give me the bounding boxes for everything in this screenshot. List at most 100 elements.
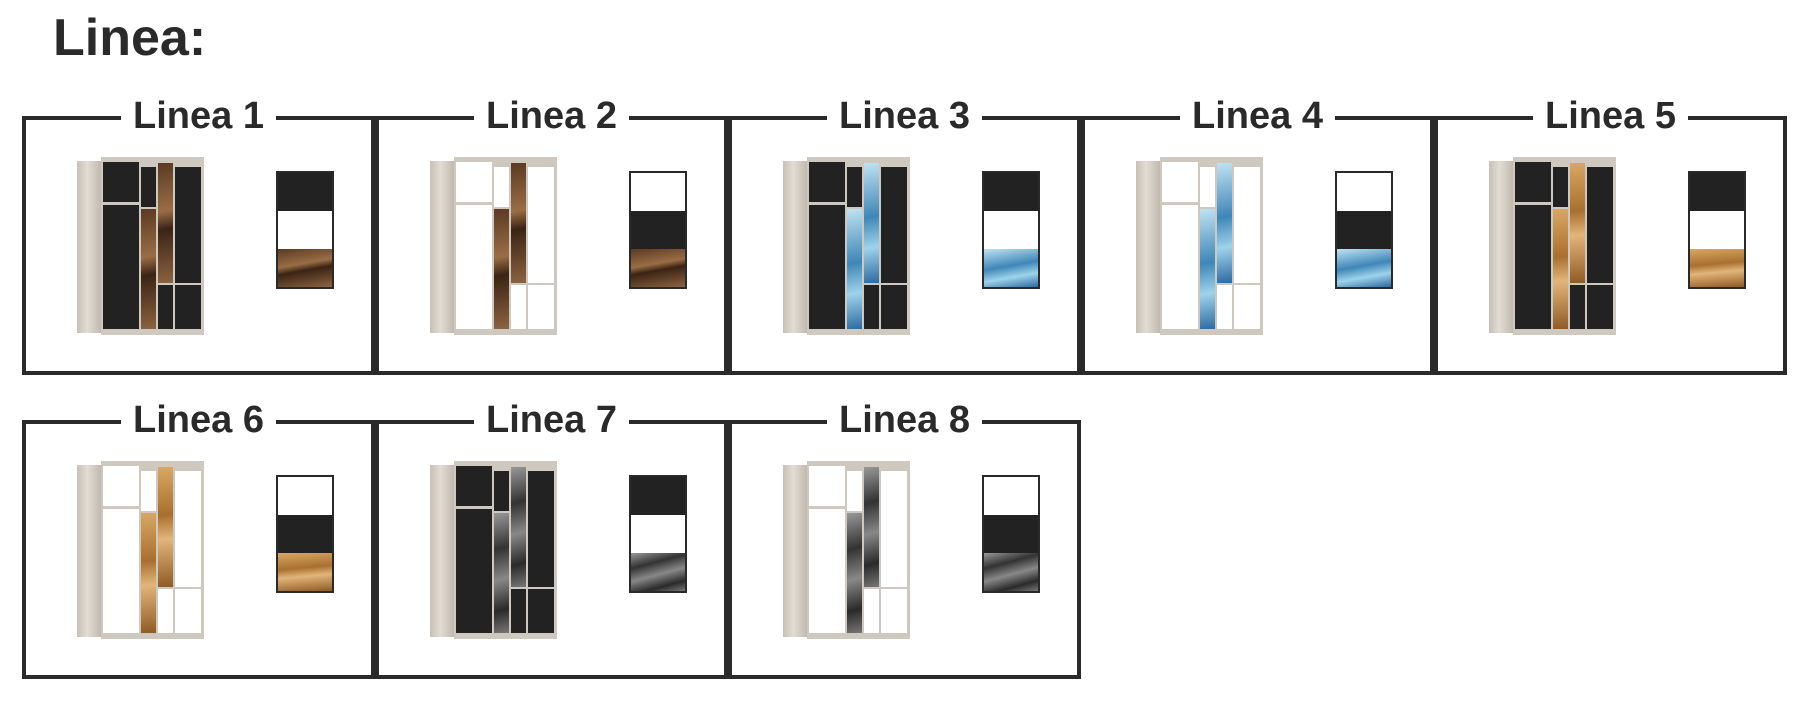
- door-panel: [456, 466, 492, 506]
- line-option-4[interactable]: Linea 4: [1081, 95, 1434, 375]
- line-label: Linea 6: [121, 399, 276, 441]
- door-panel: [175, 285, 201, 329]
- color-swatch: [982, 171, 1040, 289]
- swatch-decor: [631, 553, 685, 591]
- door-panel: [141, 167, 156, 207]
- line-label: Linea 2: [474, 95, 629, 137]
- door-panel: [809, 205, 845, 329]
- line-option-8[interactable]: Linea 8: [728, 399, 1081, 679]
- door-panel: [511, 589, 526, 633]
- door-panel: [528, 471, 554, 587]
- door-panel: [103, 162, 139, 202]
- line-option-2[interactable]: Linea 2: [375, 95, 728, 375]
- line-option-1[interactable]: Linea 1: [22, 95, 375, 375]
- wardrobe-image: [1136, 157, 1263, 339]
- door-panel: [175, 167, 201, 283]
- door-panel: [1570, 163, 1585, 283]
- wardrobe-image: [783, 157, 910, 339]
- door-panel: [1515, 162, 1551, 202]
- door-panel: [881, 167, 907, 283]
- door-panel: [494, 167, 509, 207]
- door-panel: [864, 163, 879, 283]
- door-panel: [1217, 163, 1232, 283]
- door-panel: [528, 589, 554, 633]
- swatch-middle: [278, 211, 332, 249]
- swatch-middle: [984, 515, 1038, 553]
- line-option-5[interactable]: Linea 5: [1434, 95, 1787, 375]
- door-panel: [809, 509, 845, 633]
- line-label: Linea 8: [827, 399, 982, 441]
- door-panel: [141, 471, 156, 511]
- door-panel: [1587, 167, 1613, 283]
- color-swatch: [629, 171, 687, 289]
- swatch-middle: [1337, 211, 1391, 249]
- door-panel: [103, 466, 139, 506]
- door-panel: [847, 167, 862, 207]
- swatch-decor: [984, 249, 1038, 287]
- wardrobe-image: [783, 461, 910, 643]
- swatch-decor: [1337, 249, 1391, 287]
- door-panel: [847, 471, 862, 511]
- door-panel: [141, 513, 156, 633]
- line-label: Linea 1: [121, 95, 276, 137]
- line-option-3[interactable]: Linea 3: [728, 95, 1081, 375]
- door-panel: [847, 209, 862, 329]
- color-swatch: [982, 475, 1040, 593]
- swatch-decor: [278, 553, 332, 591]
- wardrobe-image: [1489, 157, 1616, 339]
- color-swatch: [629, 475, 687, 593]
- swatch-top: [1337, 173, 1391, 211]
- swatch-top: [984, 477, 1038, 515]
- wardrobe-image: [77, 461, 204, 643]
- door-panel: [881, 589, 907, 633]
- door-panel: [103, 509, 139, 633]
- door-panel: [1587, 285, 1613, 329]
- swatch-middle: [631, 515, 685, 553]
- door-panel: [1200, 167, 1215, 207]
- line-option-6[interactable]: Linea 6: [22, 399, 375, 679]
- door-panel: [1162, 205, 1198, 329]
- door-panel: [881, 471, 907, 587]
- door-panel: [1217, 285, 1232, 329]
- swatch-decor: [984, 553, 1038, 591]
- door-panel: [456, 162, 492, 202]
- swatch-decor: [1690, 249, 1744, 287]
- wardrobe-image: [430, 157, 557, 339]
- line-option-7[interactable]: Linea 7: [375, 399, 728, 679]
- line-label: Linea 5: [1533, 95, 1688, 137]
- swatch-middle: [984, 211, 1038, 249]
- color-swatch: [276, 475, 334, 593]
- door-panel: [847, 513, 862, 633]
- door-panel: [511, 285, 526, 329]
- door-panel: [494, 513, 509, 633]
- line-label: Linea 7: [474, 399, 629, 441]
- color-swatch: [1335, 171, 1393, 289]
- door-panel: [141, 209, 156, 329]
- door-panel: [528, 285, 554, 329]
- door-panel: [175, 589, 201, 633]
- door-panel: [1234, 285, 1260, 329]
- door-panel: [1553, 209, 1568, 329]
- door-panel: [511, 467, 526, 587]
- swatch-top: [631, 173, 685, 211]
- swatch-middle: [1690, 211, 1744, 249]
- swatch-top: [278, 477, 332, 515]
- door-panel: [456, 509, 492, 633]
- door-panel: [1200, 209, 1215, 329]
- door-panel: [1162, 162, 1198, 202]
- swatch-decor: [278, 249, 332, 287]
- page-title: Linea:: [53, 9, 207, 67]
- door-panel: [158, 163, 173, 283]
- door-panel: [864, 589, 879, 633]
- line-label: Linea 3: [827, 95, 982, 137]
- door-panel: [158, 467, 173, 587]
- door-panel: [456, 205, 492, 329]
- door-panel: [864, 467, 879, 587]
- door-panel: [158, 285, 173, 329]
- wardrobe-image: [430, 461, 557, 643]
- door-panel: [494, 209, 509, 329]
- door-panel: [881, 285, 907, 329]
- swatch-decor: [631, 249, 685, 287]
- door-panel: [175, 471, 201, 587]
- swatch-top: [631, 477, 685, 515]
